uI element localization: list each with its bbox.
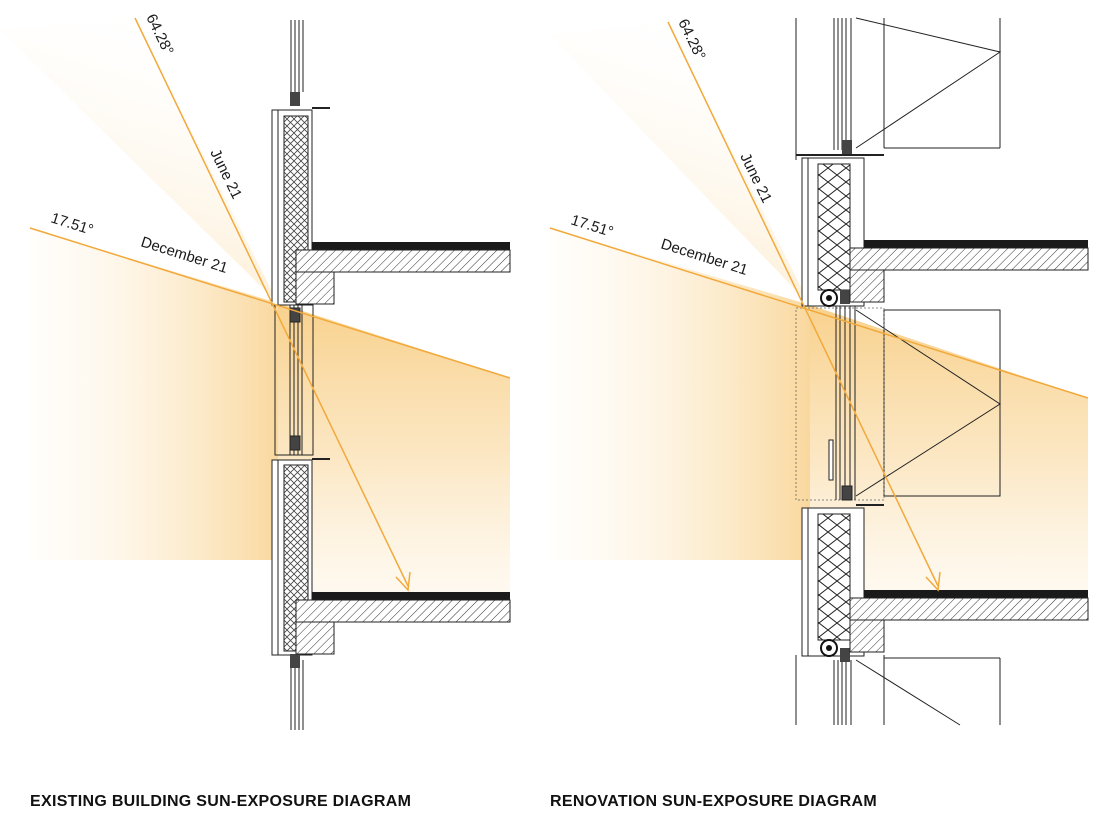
existing-building-diagram: 64.28° June 21 17.51° December 21 [0, 11, 511, 730]
upper-floor-slab [849, 240, 1089, 303]
winter-sun-exterior-light [550, 228, 810, 560]
summer-ray-arrowhead [925, 571, 941, 592]
window-mullion-lower [290, 660, 304, 730]
sun-shading-louvers [855, 17, 1002, 726]
existing-window-glazing [274, 304, 314, 456]
upper-floor-slab [295, 242, 511, 305]
lower-insulated-spandrel [801, 504, 884, 662]
winter-sun-exterior-light [30, 228, 278, 560]
winter-sun-interior-light [278, 303, 510, 592]
summer-sun-ray [667, 21, 939, 587]
summer-sky-glow [0, 18, 278, 303]
window-mullion-upper [290, 20, 304, 92]
summer-sky-glow [550, 22, 810, 305]
window-mullion-upper [833, 18, 852, 150]
summer-sun-ray [134, 17, 409, 587]
winter-angle-label: 17.51° [49, 210, 96, 239]
renovation-diagram: 64.28° June 21 17.51° December 21 [549, 16, 1089, 726]
existing-diagram-caption: EXISTING BUILDING SUN-EXPOSURE DIAGRAM [30, 793, 412, 810]
new-facade-outer-lines [795, 18, 1001, 725]
winter-sun-ray [29, 227, 511, 379]
lower-floor-slab [849, 590, 1089, 653]
lower-floor-slab [295, 592, 511, 655]
window-mullion-lower [833, 660, 852, 725]
renovation-diagram-caption: RENOVATION SUN-EXPOSURE DIAGRAM [550, 793, 877, 810]
winter-sun-ray [549, 227, 1089, 399]
summer-ray-arrowhead [395, 571, 411, 592]
